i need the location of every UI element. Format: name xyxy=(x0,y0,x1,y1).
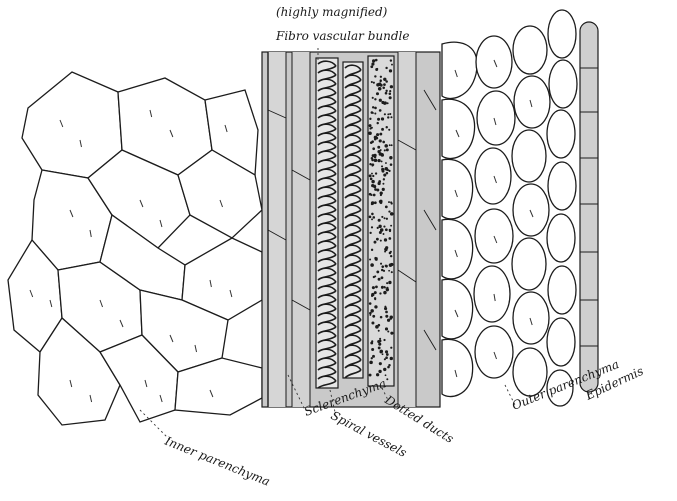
label-spiral-vessels: Spiral vessels xyxy=(329,408,409,460)
fibro-vascular-bundle xyxy=(262,52,440,407)
inner-parenchyma-tissue xyxy=(8,72,262,425)
label-fibro-vascular-bundle: Fibro vascular bundle xyxy=(275,29,409,43)
outer-parenchyma-tissue xyxy=(442,10,577,406)
title-magnification: (highly magnified) xyxy=(276,5,388,19)
label-inner-parenchyma: Inner parenchyma xyxy=(162,433,272,488)
epidermis-tissue xyxy=(580,22,598,392)
